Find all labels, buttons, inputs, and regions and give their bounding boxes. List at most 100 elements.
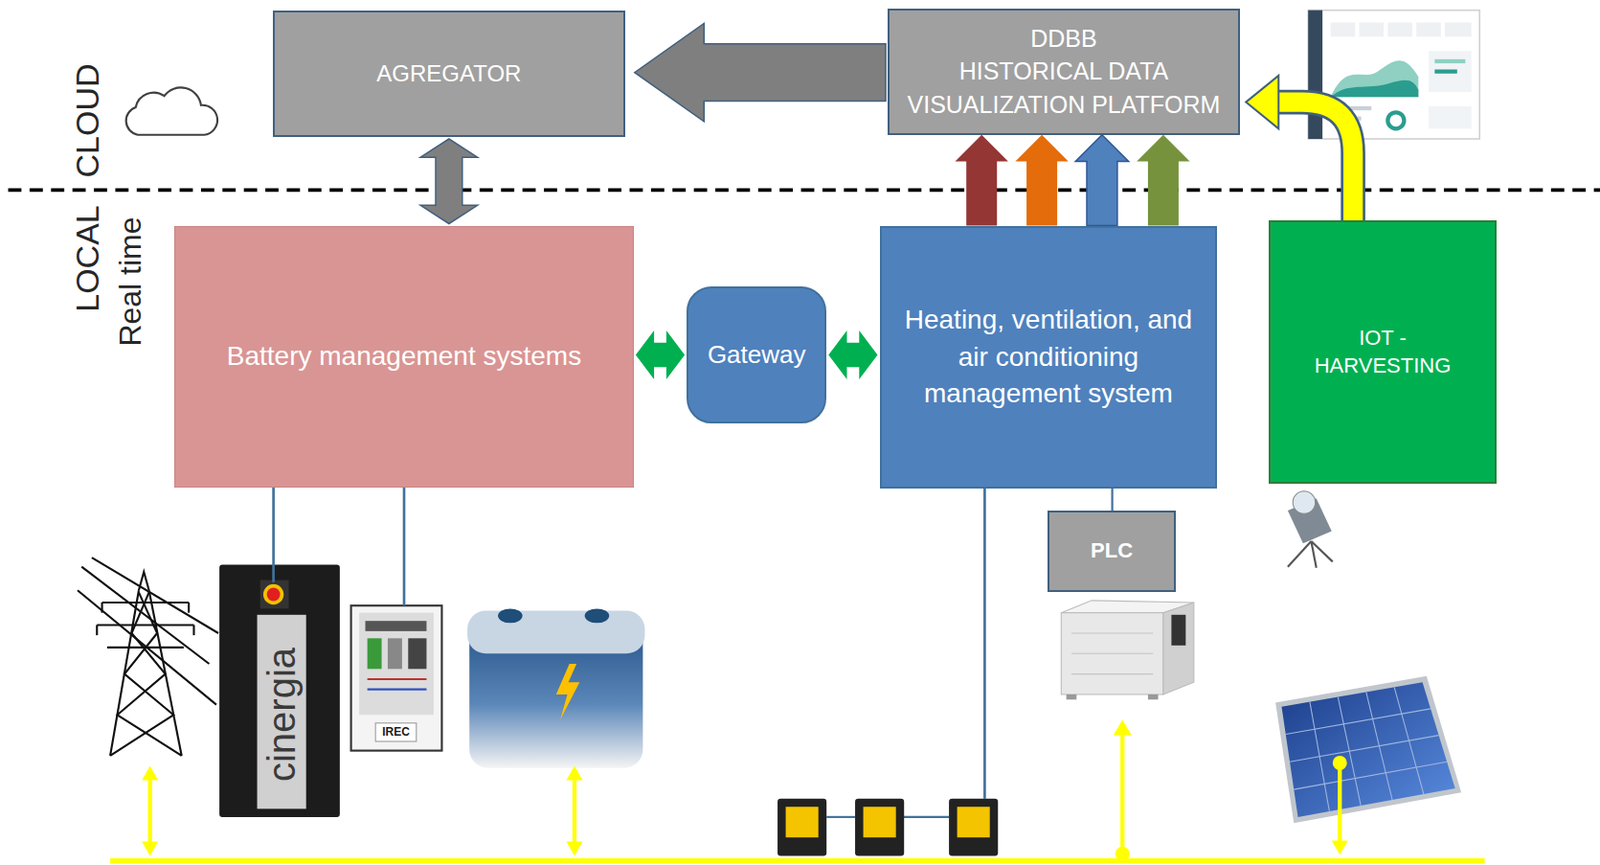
solar-panel [1285,708,1431,735]
hvac-unit [1066,694,1078,699]
converter-cabinet [219,564,340,817]
hvac-unit [1071,673,1153,675]
dashboard-screenshot [1416,22,1442,37]
dashboard-screenshot [1358,22,1384,37]
pylon-drawing [102,601,190,604]
control-panel [375,722,417,742]
data-arrow [1075,135,1129,226]
zone-label: LOCAL [68,204,106,313]
pylon-drawing [95,624,98,635]
node-label: PLC [1090,537,1133,565]
connector-line [1111,488,1114,511]
dashboard-screenshot [1330,60,1420,97]
aggregator-box: AGREGATOR [272,10,627,137]
iot-box: IOT - HARVESTING [1268,220,1498,484]
power-bus [1331,839,1349,855]
block-arrow [420,138,478,225]
solar-panel [1275,676,1462,824]
hvac-unit [1060,600,1195,699]
hvac-box: Heating, ventilation, and air conditioni… [879,225,1218,489]
brand-label: IREC [382,725,410,738]
energy-meters [855,798,904,857]
sensor-station [1310,540,1332,562]
data-arrow [1136,135,1190,226]
hvac-unit [1071,653,1153,654]
power-bus [1113,720,1132,736]
bms-wire [271,487,275,583]
zone-label: CLOUD [70,63,104,178]
curved-arrow [1245,75,1353,221]
power-bus [1115,846,1130,861]
power-bus [110,857,1485,863]
dashboard-screenshot [1428,106,1472,129]
curved-arrow [1278,102,1353,222]
hvac-unit [1163,602,1195,695]
power-bus [1337,762,1342,843]
brand-label: cinergia [260,647,303,782]
converter-cabinet [263,584,284,605]
data-arrow [1014,135,1068,226]
hvac-unit [1171,614,1186,646]
pylon-drawing [96,623,194,626]
control-panel [351,605,443,750]
control-panel [367,677,428,680]
data-arrow [1014,135,1068,226]
solar-panel [1275,676,1462,824]
battery-icon [585,608,610,623]
solar-panel [1289,735,1440,763]
data-arrow [955,135,1009,226]
pylon-drawing [91,557,219,633]
converter-cabinet [260,580,290,609]
energy-meters [826,815,856,818]
converter-cabinet [257,614,307,810]
arrow-head [1245,75,1279,129]
energy-meters [777,488,998,857]
pylon-drawing [77,557,219,756]
node-label: DDBB HISTORICAL DATA VISUALIZATION PLATF… [907,22,1221,122]
converter-cabinet [219,564,340,817]
block-arrow [635,330,685,380]
dashboard-screenshot [1444,22,1472,37]
pylon-drawing [187,602,190,613]
sensor-station [1292,491,1315,514]
plc-box: PLC [1047,510,1175,592]
power-bus [565,840,583,856]
battery-icon [556,663,581,721]
brand-label: cinergia [262,647,301,782]
gateway-box: Gateway [686,286,827,425]
bms-wire [273,487,405,607]
block-arrow [828,330,878,380]
control-panel [387,637,403,669]
power-bus [141,840,158,856]
dashboard-screenshot [1434,68,1457,73]
dashboard-screenshot [1387,22,1413,37]
sensor-station [1287,540,1312,567]
pylon-drawing [192,624,195,635]
energy-meters [863,806,897,837]
dashboard-screenshot [1428,50,1472,92]
energy-meters [786,806,819,837]
power-bus [1332,755,1348,770]
converter-cabinet [267,587,281,602]
battery-icon [467,608,645,767]
pylon-drawing [77,589,217,704]
cloud-icon [126,87,218,135]
node-label: Battery management systems [226,338,582,374]
power-bus [565,766,583,781]
power-bus [148,775,153,845]
node-label: Gateway [707,338,807,372]
battery-icon [497,608,523,623]
solar-panel [1293,761,1447,789]
dashboard-screenshot [1387,112,1404,129]
dashboard-screenshot [1330,22,1356,37]
control-panel [351,605,443,750]
node-label: Heating, ventilation, and air conditioni… [904,301,1193,411]
data-arrow [1075,135,1129,226]
data-arrow [1136,135,1190,226]
block-arrow [634,23,886,122]
database-box: DDBB HISTORICAL DATA VISUALIZATION PLATF… [887,8,1240,136]
solar-panel [1282,681,1456,817]
block-arrow [635,330,685,380]
sensor-station [1287,491,1333,568]
